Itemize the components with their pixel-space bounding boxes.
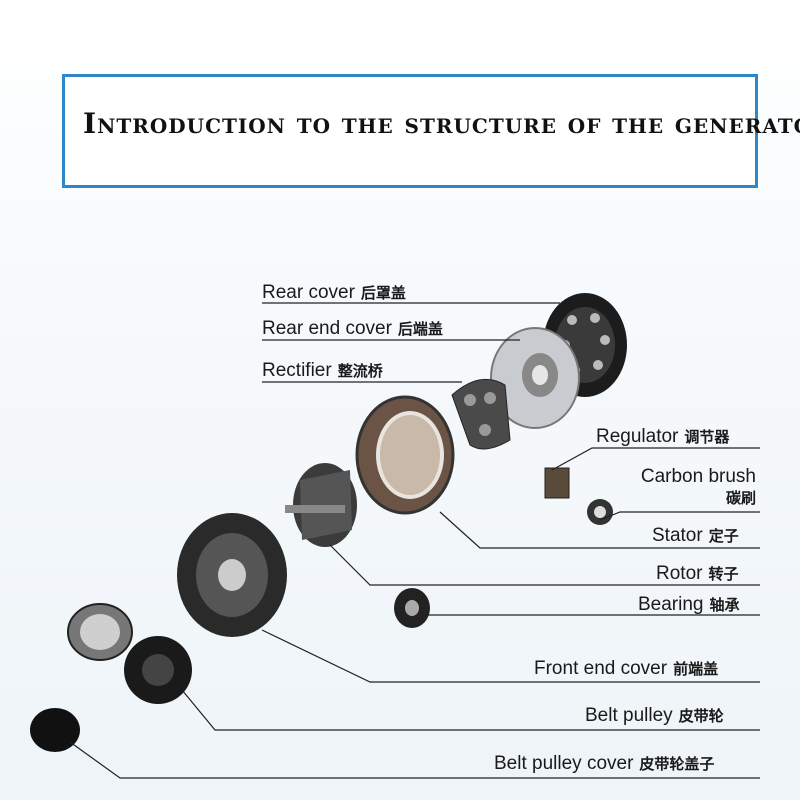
stator-part: [355, 395, 455, 515]
label-stator: Stator 定子: [652, 525, 739, 548]
label-front-end-cover: Front end cover 前端盖: [534, 658, 718, 681]
rotor-part: [285, 463, 357, 547]
label-en: Rotor: [656, 563, 703, 584]
label-regulator: Regulator 调节器: [596, 426, 729, 449]
label-cn: 碳刷: [725, 490, 756, 507]
page-title: Introduction to the structure of the gen…: [83, 107, 800, 140]
label-en: Stator: [652, 525, 703, 546]
label-en: Bearing: [638, 594, 704, 615]
label-en: Carbon brush: [640, 466, 756, 487]
leader-line-belt-pulley-cover: [69, 741, 760, 779]
leader-line-regulator: [551, 447, 760, 471]
label-cn: 转子: [708, 566, 739, 583]
leader-line-stator: [439, 511, 760, 549]
carbon-brush-part: [587, 499, 613, 525]
label-en: Belt pulley: [585, 705, 673, 726]
label-belt-pulley-cover: Belt pulley cover 皮带轮盖子: [494, 753, 714, 776]
label-en: Rear end cover: [262, 318, 392, 339]
label-en: Belt pulley cover: [494, 753, 634, 774]
label-carbon-brush: Carbon brush 碳刷: [610, 466, 756, 510]
title-frame: Introduction to the structure of the gen…: [62, 74, 800, 188]
label-rotor: Rotor 转子: [656, 563, 738, 586]
label-rear-end-cover: Rear end cover 后端盖: [262, 318, 443, 341]
leader-line-carbon-brush: [599, 511, 760, 521]
leader-line-rotor: [329, 544, 760, 586]
label-cn: 皮带轮盖子: [639, 756, 715, 773]
rear-end-cover-part: [490, 327, 580, 429]
label-cn: 整流桥: [337, 363, 383, 380]
label-cn: 轴承: [709, 597, 740, 614]
front-end-cover-part: [177, 513, 287, 637]
bearing-part: [394, 588, 430, 628]
label-cn: 调节器: [684, 429, 730, 446]
label-cn: 皮带轮: [678, 708, 724, 725]
label-rear-cover: Rear cover 后罩盖: [262, 282, 406, 305]
label-rectifier: Rectifier 整流桥: [262, 360, 383, 383]
label-en: Regulator: [596, 426, 679, 447]
belt-pulley-part: [67, 603, 192, 704]
label-en: Front end cover: [534, 658, 668, 679]
label-en: Rectifier: [262, 360, 332, 381]
belt-pulley-cover-part: [30, 708, 80, 752]
label-bearing: Bearing 轴承: [638, 594, 740, 617]
label-cn: 定子: [708, 528, 739, 545]
label-en: Rear cover: [262, 282, 355, 303]
label-cn: 前端盖: [673, 661, 719, 678]
regulator-part: [544, 467, 570, 499]
label-cn: 后端盖: [397, 321, 443, 338]
label-belt-pulley: Belt pulley 皮带轮: [585, 705, 724, 728]
leader-line-belt-pulley: [181, 689, 760, 731]
label-cn: 后罩盖: [360, 285, 406, 302]
rectifier-part: [451, 378, 511, 450]
leader-line-front-end-cover: [261, 629, 760, 683]
